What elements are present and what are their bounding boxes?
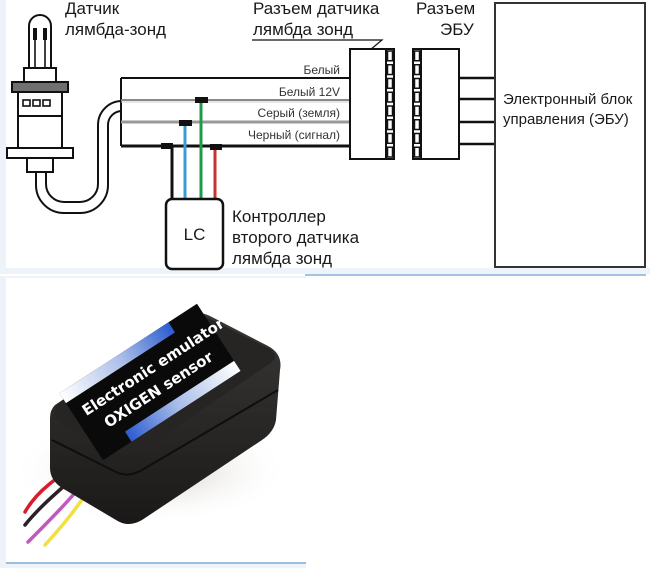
controller-desc-line2: второго датчика: [232, 228, 360, 247]
sensor-connector-pin: [386, 132, 394, 144]
tap-black: [161, 143, 173, 149]
lc-controller: LC: [164, 197, 225, 271]
lambda-sensor-icon: [6, 14, 74, 173]
emulator-device: Electronic emulator OXIGEN sensor: [50, 303, 281, 524]
tap-green: [195, 97, 208, 103]
ecu-label-line1: Электронный блок: [503, 91, 633, 108]
label-stripe-bottom: [124, 360, 241, 442]
wire-label-black-signal: Черный (сигнал): [248, 128, 340, 142]
controller-wires: [161, 97, 222, 208]
sensor-connector-label-line1: Разъем датчика: [253, 0, 380, 18]
ecu-connector-pin: [413, 105, 421, 117]
ecu-connector-pin: [413, 50, 421, 62]
sensor-connector-pin: [386, 64, 394, 76]
sensor-connector-pin: [386, 77, 394, 89]
label-stripe-top: [59, 322, 176, 404]
ecu-connector-label-line2: ЭБУ: [440, 20, 474, 39]
ecu-connector-pin: [413, 77, 421, 89]
ecu-block: Электронный блок управления (ЭБУ): [494, 2, 646, 268]
ecu-connector-pin: [413, 146, 421, 158]
ecu-connector-label-line1: Разъем: [416, 0, 475, 18]
wiring-diagram-panel: Белый Белый 12V Серый (земля) Черный (си…: [0, 0, 650, 276]
tap-red: [210, 144, 222, 150]
ecu-label-line2: управления (ЭБУ): [503, 111, 629, 128]
sensor-connector-label-line2: лямбда зонд: [253, 20, 353, 39]
sensor-connector: [349, 48, 395, 160]
sensor-label-line2: лямбда-зонд: [65, 20, 166, 39]
sensor-connector-pin: [386, 50, 394, 62]
ecu-connector-pin: [413, 91, 421, 103]
lc-label: LC: [184, 225, 206, 244]
wire-white-12v: [121, 99, 350, 103]
ecu-leads: [459, 76, 495, 146]
sensor-connector-pin: [386, 105, 394, 117]
ecu-connector: [412, 48, 460, 160]
sensor-label-line1: Датчик: [65, 0, 120, 18]
ecu-connector-pin: [413, 132, 421, 144]
wire-label-white-12v: Белый 12V: [279, 85, 340, 99]
tap-blue: [179, 120, 192, 126]
connector-pins: [386, 50, 421, 158]
sensor-connector-leader: [252, 39, 384, 51]
sensor-cable: [35, 100, 123, 214]
wire-label-white: Белый: [304, 63, 340, 77]
emulator-photo: Electronic emulator OXIGEN sensor: [0, 276, 306, 568]
sensor-connector-pin: [386, 119, 394, 131]
sensor-connector-pin: [386, 146, 394, 158]
wire-label-grey-ground: Серый (земля): [258, 106, 340, 120]
ecu-connector-pin: [413, 119, 421, 131]
controller-desc-line3: лямбда зонд: [232, 249, 332, 268]
sensor-connector-pin: [386, 91, 394, 103]
controller-desc-line1: Контроллер: [232, 207, 326, 226]
ecu-connector-pin: [413, 64, 421, 76]
